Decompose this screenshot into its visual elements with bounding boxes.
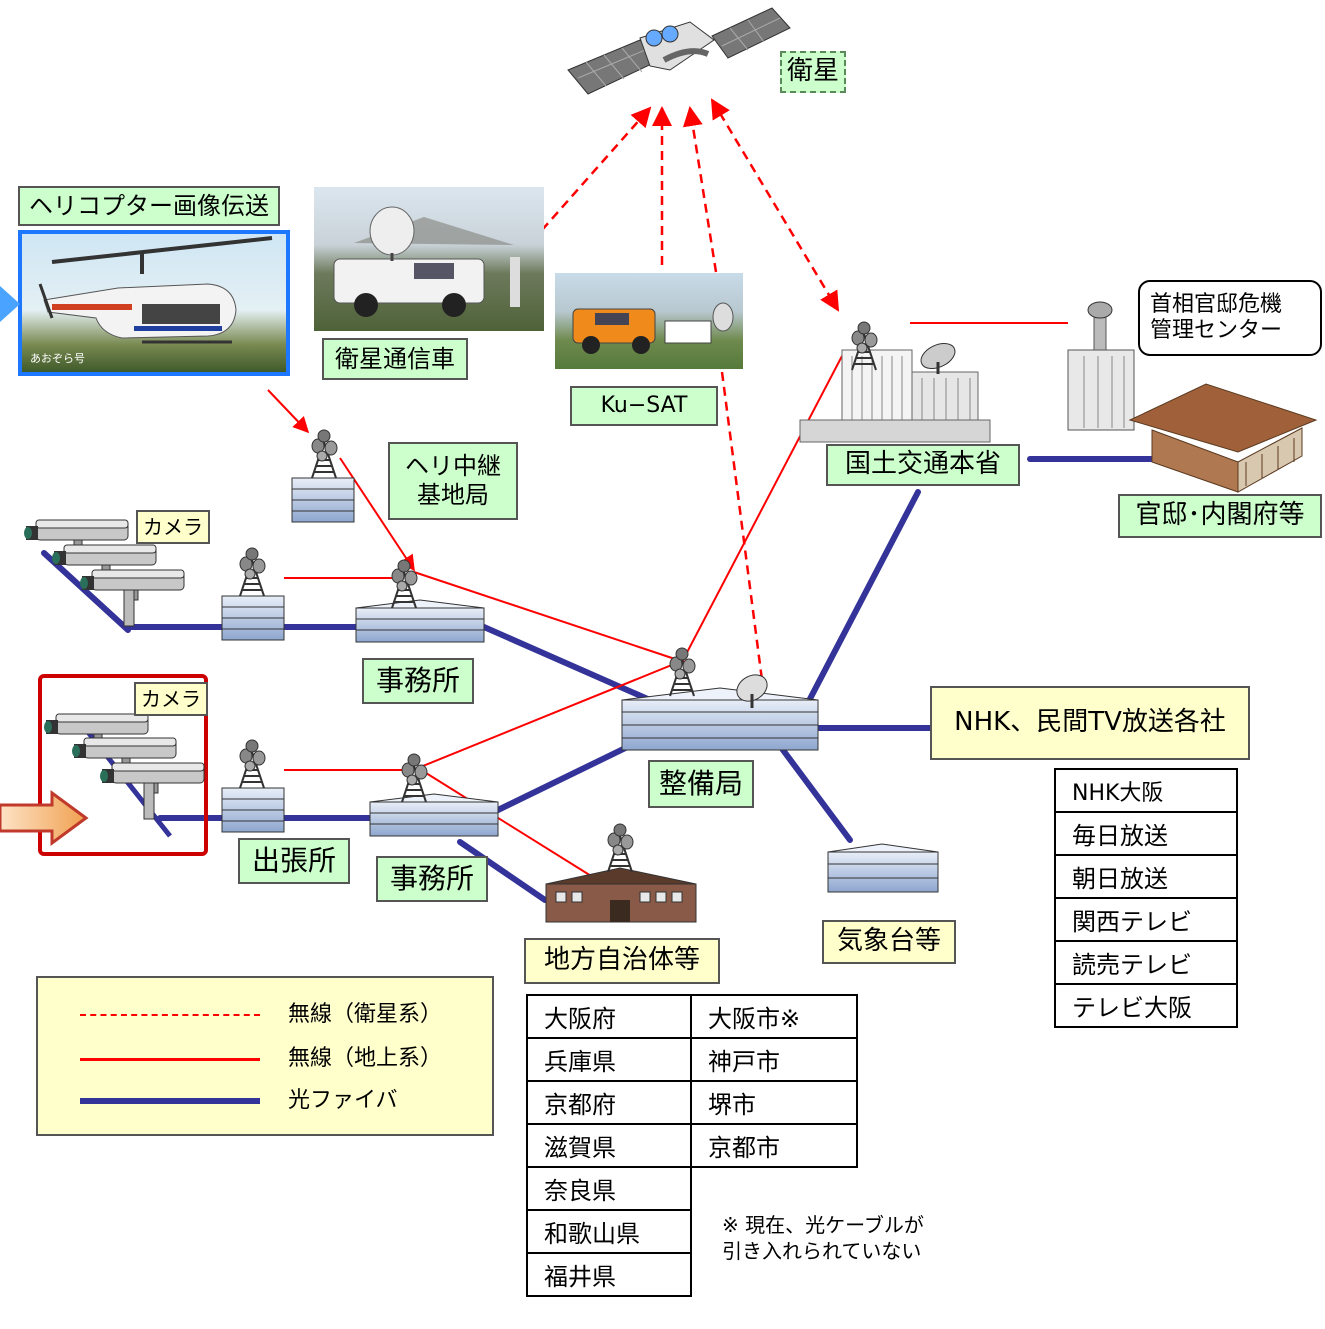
ku-sat-photo <box>555 273 743 369</box>
kantei-building-icon <box>1128 383 1318 493</box>
city-table: 大阪市※ 神戸市 堺市 京都市 <box>690 994 858 1168</box>
broadcaster-cell: NHK大阪 <box>1054 768 1238 813</box>
weather-station-icon <box>827 843 939 893</box>
crisis-center-label: 首相官邸危機 管理センター <box>1138 280 1322 356</box>
crisis-center-label-line1: 首相官邸危機 <box>1150 291 1283 317</box>
satellite-label: 衛星 <box>780 51 846 93</box>
office-upper-label: 事務所 <box>362 658 474 704</box>
table-row: 福井県 <box>526 1252 692 1297</box>
terrestrial-wireless-links <box>267 322 1068 885</box>
input-arrow-icon <box>0 790 89 846</box>
weather-station-label: 気象台等 <box>822 920 956 964</box>
kantei-label: 官邸･内閣府等 <box>1118 494 1322 538</box>
table-row: 大阪市※ <box>690 994 858 1039</box>
table-row: 京都府 <box>526 1080 692 1125</box>
city-cell: 神戸市 <box>690 1037 858 1082</box>
city-cell: 大阪市※ <box>690 994 858 1039</box>
ku-sat-label: Ku−SAT <box>570 386 718 426</box>
table-row: 神戸市 <box>690 1037 858 1082</box>
fiber-note-line1: ※ 現在、光ケーブルが <box>722 1213 924 1237</box>
crisis-center-building-icon <box>1067 301 1135 431</box>
legend-item-satellite-wireless: 無線（衛星系） <box>38 998 492 1032</box>
legend-label: 無線（地上系） <box>288 1046 443 1071</box>
prefecture-cell: 京都府 <box>526 1080 692 1125</box>
legend-label: 無線（衛星系） <box>288 1002 443 1027</box>
office-lower-icon <box>369 753 499 837</box>
legend: 無線（衛星系） 無線（地上系） 光ファイバ <box>36 976 494 1136</box>
repeater-upper-icon <box>221 547 285 641</box>
table-row: 朝日放送 <box>1054 854 1238 899</box>
prefecture-cell: 福井県 <box>526 1252 692 1297</box>
camera-group-lower-icon <box>43 713 205 838</box>
mlit-hq-label: 国土交通本省 <box>826 444 1020 486</box>
regional-bureau-label: 整備局 <box>648 760 754 808</box>
prefecture-cell: 和歌山県 <box>526 1209 692 1254</box>
broadcaster-cell: 毎日放送 <box>1054 811 1238 856</box>
local-government-label: 地方自治体等 <box>524 938 720 984</box>
camera-label-upper: カメラ <box>136 510 210 544</box>
prefecture-cell: 兵庫県 <box>526 1037 692 1082</box>
table-row: 奈良県 <box>526 1166 692 1211</box>
table-row: NHK大阪 <box>1054 768 1238 813</box>
legend-item-terrestrial-wireless: 無線（地上系） <box>38 1042 492 1076</box>
fiber-note: ※ 現在、光ケーブルが 引き入れられていない <box>722 1212 924 1264</box>
broadcaster-cell: 関西テレビ <box>1054 897 1238 942</box>
city-cell: 堺市 <box>690 1080 858 1125</box>
satellite-icon <box>567 7 791 95</box>
table-row: 京都市 <box>690 1123 858 1168</box>
legend-swatch-solid-red <box>80 1058 260 1061</box>
table-row: 堺市 <box>690 1080 858 1125</box>
helicopter-photo: あおぞら号 <box>18 230 290 376</box>
table-row: 大阪府 <box>526 994 692 1039</box>
satellite-truck-photo <box>314 187 544 331</box>
satellite-truck-icon <box>333 206 520 317</box>
table-row: 読売テレビ <box>1054 940 1238 985</box>
office-lower-label: 事務所 <box>376 856 488 902</box>
broadcaster-cell: 読売テレビ <box>1054 940 1238 985</box>
helicopter-icon <box>38 236 273 344</box>
legend-swatch-dashed-red <box>80 1014 260 1016</box>
broadcaster-table: NHK大阪 毎日放送 朝日放送 関西テレビ 読売テレビ テレビ大阪 <box>1054 768 1238 1028</box>
office-upper-icon <box>355 559 485 643</box>
helicopter-label: ヘリコプター画像伝送 <box>18 186 280 226</box>
table-row: 滋賀県 <box>526 1123 692 1168</box>
table-row: 関西テレビ <box>1054 897 1238 942</box>
broadcasters-label: NHK、民間TV放送各社 <box>930 686 1250 760</box>
branch-office-label: 出張所 <box>238 838 350 884</box>
prefecture-cell: 大阪府 <box>526 994 692 1039</box>
camera-group-upper-icon <box>23 519 185 627</box>
mlit-hq-building-icon <box>799 321 991 443</box>
broadcaster-cell: 朝日放送 <box>1054 854 1238 899</box>
legend-item-fiber: 光ファイバ <box>38 1084 492 1118</box>
camera-highlight-frame <box>38 674 208 856</box>
table-row: 兵庫県 <box>526 1037 692 1082</box>
legend-swatch-fiber <box>80 1098 260 1104</box>
regional-bureau-icon <box>621 647 819 751</box>
helicopter-photo-caption: あおぞら号 <box>30 352 85 365</box>
prefecture-table: 大阪府 兵庫県 京都府 滋賀県 奈良県 和歌山県 福井県 <box>526 994 692 1297</box>
camera-label-lower: カメラ <box>134 682 208 716</box>
satellite-truck-label: 衛星通信車 <box>322 338 468 380</box>
fiber-links <box>41 456 1158 903</box>
heli-relay-station-icon <box>291 429 355 523</box>
broadcaster-cell: テレビ大阪 <box>1054 983 1238 1028</box>
helicopter-input-arrow-icon <box>0 286 20 322</box>
heli-relay-label-line1: ヘリ中継 <box>405 452 501 481</box>
legend-label: 光ファイバ <box>288 1088 398 1113</box>
satellite-wireless-links <box>541 98 840 681</box>
local-government-icon <box>545 823 697 923</box>
table-row: テレビ大阪 <box>1054 983 1238 1028</box>
table-row: 和歌山県 <box>526 1209 692 1254</box>
branch-office-icon <box>221 739 285 833</box>
prefecture-cell: 滋賀県 <box>526 1123 692 1168</box>
city-cell: 京都市 <box>690 1123 858 1168</box>
prefecture-cell: 奈良県 <box>526 1166 692 1211</box>
crisis-center-label-line2: 管理センター <box>1150 318 1283 343</box>
fiber-note-line2: 引き入れられていない <box>722 1239 922 1263</box>
ku-sat-vehicle-icon <box>572 302 734 354</box>
heli-relay-label: ヘリ中継 基地局 <box>388 442 518 520</box>
heli-relay-label-line2: 基地局 <box>417 481 489 509</box>
table-row: 毎日放送 <box>1054 811 1238 856</box>
